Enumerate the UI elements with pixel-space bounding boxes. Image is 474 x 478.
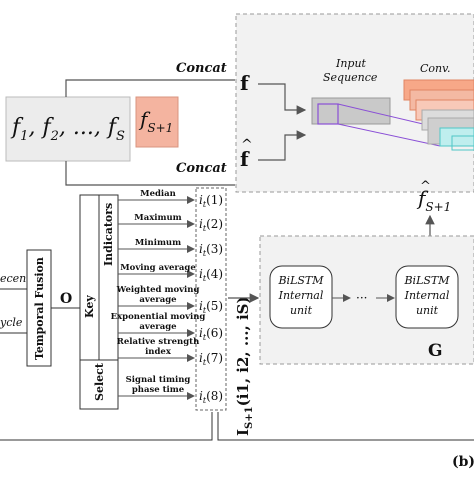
feature-sequence-box [5, 96, 131, 162]
f-hat-accent: ^ [241, 137, 253, 153]
f-bold-label: f [240, 71, 250, 95]
bilstm-left-line1: BiLSTM [277, 274, 324, 287]
panel-label: (b) [452, 454, 474, 470]
indicator-name: average [139, 295, 177, 305]
conv-feature-maps [403, 79, 474, 151]
temporal-fusion-label: Temporal Fusion [33, 257, 46, 360]
indicator-name: phase time [132, 385, 185, 395]
indicator-name: Median [140, 189, 176, 199]
concat-bottom-label: Concat [176, 161, 227, 176]
indicator-name: Moving average [120, 263, 196, 273]
key-label: Key [83, 295, 96, 318]
indicator-symbol: it(8) [199, 389, 223, 405]
conv-projection-bottom [337, 123, 441, 147]
indicator-name: Relative strength [117, 337, 200, 347]
indicator-name: Weighted moving [116, 285, 200, 295]
bilstm-unit-left [269, 265, 333, 329]
input-sequence-block [311, 97, 391, 125]
concat-top-connector [65, 79, 235, 97]
bilstm-left-line3: unit [290, 304, 313, 317]
input-sequence-label-2: Sequence [323, 71, 378, 84]
cycle-input-label: ycle [0, 316, 23, 329]
bilstm-right-line2: Internal [404, 289, 450, 302]
bilstm-unit-right [395, 265, 459, 329]
bilstm-dots: ··· [356, 291, 367, 305]
indicator-name: Maximum [134, 213, 181, 223]
recent-input-label: ecent [0, 272, 31, 285]
g-label: G [428, 341, 443, 361]
f-to-sequence-arrow [258, 83, 307, 115]
bilstm-right-line1: BiLSTM [403, 274, 450, 287]
fhat-to-sequence-arrow [258, 130, 307, 161]
indicator-symbol: it(1) [199, 193, 223, 209]
output-forecast-accent: ^ [420, 179, 431, 194]
f-hat-label: f [240, 147, 250, 171]
bilstm-left-line2: Internal [278, 289, 324, 302]
concat-top-label: Concat [176, 61, 227, 76]
indicator-rows: Median it(1) Maximum it(2) Minimum it(3)Movin… [111, 189, 223, 405]
select-label: Select [93, 362, 106, 401]
conv-window [317, 103, 339, 125]
input-sequence-label-1: Input [335, 57, 367, 70]
indicator-symbol: it(2) [199, 217, 223, 233]
concat-bottom-connector [65, 161, 235, 186]
o-label: O [60, 291, 72, 307]
conv-label: Conv. [420, 62, 451, 75]
indicator-name: index [145, 347, 172, 357]
indicator-symbol: it(6) [199, 326, 223, 342]
indicator-vector-box [195, 187, 227, 411]
indicator-sequence-label: IS+1(i1, i2, ..., iS) [234, 296, 255, 436]
indicator-name: average [139, 322, 177, 332]
next-feature-box [135, 96, 179, 148]
bottom-return-line-2 [217, 412, 474, 441]
indicator-name: Signal timing [126, 375, 191, 385]
indicator-symbol: it(4) [199, 267, 223, 283]
indicator-name: Exponential moving [111, 312, 206, 322]
indicators-label: Indicators [102, 203, 115, 266]
indicator-symbol: it(3) [199, 242, 223, 258]
indicator-symbol: it(7) [199, 351, 223, 367]
bilstm-right-line3: unit [416, 304, 439, 317]
bottom-return-line [0, 412, 213, 441]
indicator-symbol: it(5) [199, 299, 223, 315]
indicator-name: Minimum [135, 238, 181, 248]
